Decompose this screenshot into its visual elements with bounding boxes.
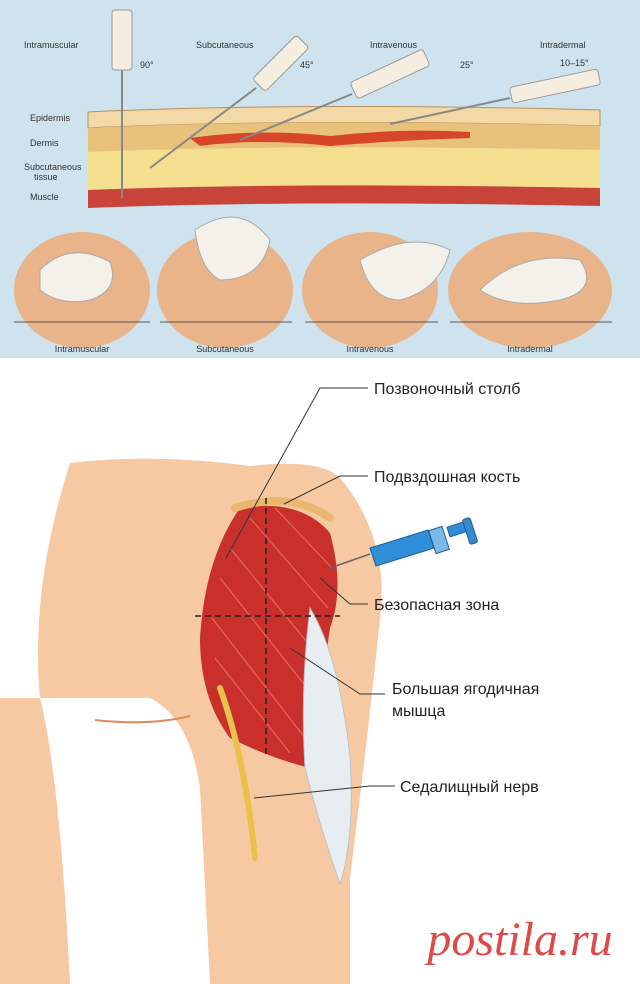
label-angle-45: 45° <box>300 60 314 70</box>
label-intravenous: Intravenous <box>370 40 418 50</box>
label-tissue: tissue <box>34 172 58 182</box>
gluteal-fold <box>94 715 191 724</box>
hand-icon-2 <box>194 216 271 281</box>
hand-icon-3 <box>359 241 451 301</box>
gluteal-injection-diagram: Позвоночный столб Подвздошная кость Безо… <box>0 358 640 984</box>
label-spine: Позвоночный столб <box>374 381 520 398</box>
tendon <box>302 606 352 886</box>
label-sciatic: Седалищный нерв <box>400 779 539 796</box>
watermark-logo: postila.ru <box>424 913 612 966</box>
hand-icon-4 <box>479 257 588 304</box>
label-angle-90: 90° <box>140 60 154 70</box>
label-subcutaneous: Subcutaneous <box>24 162 82 172</box>
syringe-icon <box>329 517 478 569</box>
skin-layers <box>87 105 601 208</box>
label-subcutaneous: Subcutaneous <box>196 40 254 50</box>
syringe-intradermal <box>389 68 601 125</box>
muscle-layer <box>88 185 600 208</box>
label-intradermal: Intradermal <box>540 40 586 50</box>
technique-label-4: Intradermal <box>507 344 553 354</box>
hand-icon-1 <box>39 252 113 303</box>
injection-angles-diagram: Epidermis Dermis Subcutaneous tissue Mus… <box>0 0 640 358</box>
technique-circles <box>14 216 612 348</box>
label-iliac: Подвздошная кость <box>374 469 520 486</box>
muscle-fibers <box>211 507 333 754</box>
anatomy-labels: Позвоночный столб Подвздошная кость Безо… <box>374 381 539 796</box>
label-intramuscular: Intramuscular <box>24 40 79 50</box>
syringe-subcutaneous <box>149 35 309 169</box>
label-dermis: Dermis <box>30 138 59 148</box>
label-epidermis: Epidermis <box>30 113 71 123</box>
technique-label-1: Intramuscular <box>55 344 110 354</box>
layer-labels: Epidermis Dermis Subcutaneous tissue Mus… <box>24 113 82 202</box>
iliac-crest <box>231 496 334 522</box>
subcutaneous-layer <box>88 147 600 190</box>
label-safe-zone: Безопасная зона <box>374 597 499 614</box>
sciatic-nerve <box>217 685 258 861</box>
syringe-intravenous <box>239 49 430 141</box>
label-muscle: Muscle <box>30 192 59 202</box>
leader-lines <box>225 387 395 799</box>
label-gluteus-line1: Большая ягодичная <box>392 681 539 698</box>
label-gluteus-line2: мышца <box>392 703 446 720</box>
label-angle-25: 25° <box>460 60 474 70</box>
technique-label-3: Intravenous <box>346 344 394 354</box>
label-angle-10-15: 10–15° <box>560 58 589 68</box>
syringe-intramuscular <box>111 9 133 198</box>
technique-label-2: Subcutaneous <box>196 344 254 354</box>
angle-labels: Intramuscular 90° Subcutaneous 45° Intra… <box>24 40 589 70</box>
watermark-text: postila.ru <box>424 913 612 966</box>
technique-labels: Intramuscular Subcutaneous Intravenous I… <box>55 344 553 354</box>
blood-vessel <box>190 130 470 146</box>
